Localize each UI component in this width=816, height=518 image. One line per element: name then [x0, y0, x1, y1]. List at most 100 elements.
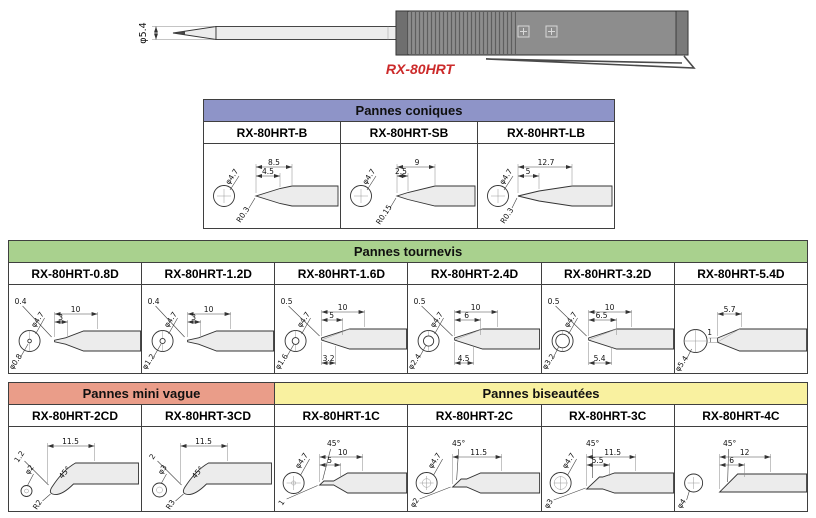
- tip-profile: [54, 330, 142, 352]
- end-view: [20, 485, 33, 497]
- tip-shaft: [215, 26, 397, 40]
- part-number-cell: RX-80HRT-2CD: [8, 404, 142, 427]
- holder-clip: [485, 55, 696, 69]
- tip-drawing-1.2d: φ4.7 φ1.2 0.4 10 3: [142, 297, 275, 371]
- dim-angle: 45°: [452, 439, 466, 448]
- dim-tip-width: 0.5: [547, 297, 559, 306]
- dim-tip: 3: [191, 313, 196, 322]
- tip-drawing-3.2d: φ4.7 φ3.2 0.5 10 6.5: [542, 297, 674, 371]
- tip-drawing-cell: 45° 12 6 φ4: [673, 426, 809, 512]
- tip-drawing-cell: φ4.7 φ2.4 0.5 10 6: [407, 284, 542, 374]
- tip-drawing-1.6d: φ4.7 φ1.6 0.5 10 5: [275, 297, 408, 371]
- tip-drawing-lb: φ4.7 12.7 5 R0.3: [487, 158, 613, 225]
- end-view: φ4.7: [282, 451, 310, 494]
- tournevis-table: Pannes tournevis RX-80HRT-0.8D RX-80HRT-…: [7, 240, 809, 374]
- dim-dia: φ4.7: [560, 451, 577, 470]
- dim-tip: 4.5: [262, 167, 274, 176]
- tip-drawing-cell: φ4.7 φ1.6 0.5 10 5: [274, 284, 409, 374]
- dim-tip-width: 0.5: [281, 297, 293, 306]
- end-view: [152, 482, 167, 498]
- dim-tip-width: 2: [147, 452, 157, 461]
- dimensions: 0.5 10 6 4.5: [414, 297, 499, 365]
- dim-angle: 45°: [327, 439, 341, 448]
- tip-drawing-3c: φ4.7 45° 11.5 5.5 φ3: [542, 439, 674, 510]
- dim-total: 12: [740, 448, 750, 457]
- dim-tip-dia: φ2: [408, 496, 421, 509]
- tournevis-title: Pannes tournevis: [8, 240, 808, 263]
- end-view: φ5.4: [675, 329, 708, 373]
- dim-tip-width: 1: [707, 328, 712, 337]
- dim-tip-dia: φ3: [542, 497, 555, 510]
- part-number-cell: RX-80HRT-1.6D: [274, 262, 409, 285]
- dim-tip-width: 0.5: [414, 297, 426, 306]
- dim-tip: 5: [327, 456, 332, 465]
- dim-total: 11.5: [195, 437, 212, 446]
- dim-total: 10: [71, 305, 81, 314]
- product-name-label: RX-80HRT: [385, 61, 455, 77]
- iron-handle: [395, 10, 696, 69]
- tip-profile: [587, 328, 674, 350]
- iron-tip: [172, 25, 397, 41]
- tip-profile: [454, 328, 541, 350]
- handle-collar: [395, 10, 409, 56]
- end-view: φ4.7 φ2.4: [408, 310, 445, 371]
- part-number-cell: RX-80HRT-1C: [273, 404, 409, 427]
- dimensions: 0.5 10 5 3.2: [281, 297, 366, 365]
- dim-radius: R0.3: [498, 206, 515, 225]
- dim-dia: φ4.7: [497, 167, 514, 186]
- part-number-cell: RX-80HRT-B: [203, 121, 341, 144]
- end-view: φ4.7 φ1.6: [275, 310, 312, 371]
- tip-profile: [517, 185, 613, 207]
- dim-tip: 6.5: [595, 311, 607, 320]
- dim-total: 10: [204, 305, 214, 314]
- tip-drawing-cell: φ4.7 45° 11.5 5.5 φ3: [540, 426, 675, 512]
- tip-drawing-sb: φ4.7 9 2.5 R0.15: [350, 158, 476, 226]
- dim-tip: 6: [729, 456, 734, 465]
- end-view: φ4.7: [549, 451, 577, 494]
- dim-total: 11.5: [471, 448, 488, 457]
- shaft-diameter-dimension: φ5.4: [138, 22, 214, 44]
- end-view: φ4.7: [213, 167, 241, 207]
- dim-tip-width: 0.4: [15, 297, 27, 306]
- dim-dia: φ4.7: [360, 167, 377, 186]
- dim-total: 10: [338, 303, 348, 312]
- tip-drawing-cell: φ4.7 8.5 4.5 R0.3: [203, 143, 341, 229]
- tip-drawing-cell: 11.5 2 φ3 45° R3: [141, 426, 275, 512]
- end-view: φ4.7: [350, 167, 378, 207]
- tip-drawing-cell: φ4.7 φ3.2 0.5 10 6.5: [540, 284, 675, 374]
- dim-face: 4.5: [458, 354, 470, 363]
- end-view: φ4.7 φ0.8: [9, 310, 46, 371]
- tip-profile: [716, 328, 807, 352]
- tip-profile: [395, 185, 476, 207]
- tip-drawing-cell: φ4.7 φ0.8 0.4 10 3: [7, 284, 143, 374]
- dim-angle: 45°: [723, 439, 737, 448]
- tip-drawing-cell: φ4.7 9 2.5 R0.15: [340, 143, 478, 229]
- biseautees-title: Pannes biseautées: [274, 382, 808, 405]
- part-number-cell: RX-80HRT-1.2D: [141, 262, 276, 285]
- dim-total: 5.7: [723, 305, 735, 314]
- dimensions: 0.5 10 6.5 5.4: [547, 297, 632, 365]
- end-view: φ4.7 φ3.2: [542, 310, 579, 371]
- dim-tip: 5: [330, 311, 335, 320]
- dim-total: 10: [604, 303, 614, 312]
- part-number-cell: RX-80HRT-5.4D: [673, 262, 809, 285]
- part-number-cell: RX-80HRT-SB: [340, 121, 478, 144]
- dim-face: 5.4: [593, 354, 605, 363]
- end-view: φ4.7 φ1.2: [142, 310, 179, 371]
- tip-drawing-3cd: 11.5 2 φ3 45° R3: [147, 437, 272, 511]
- tip-drawing-4c: 45° 12 6 φ4: [675, 439, 807, 510]
- tip-drawing-cell: φ4.7 12.7 5 R0.3: [477, 143, 615, 229]
- tip-drawing-cell: φ4.7 45° 11.5 φ2: [407, 426, 542, 512]
- dim-total: 11.5: [604, 448, 621, 457]
- certification-mark-icon: [520, 28, 527, 35]
- tip-drawing-b: φ4.7 8.5 4.5 R0.3: [213, 158, 339, 224]
- tip-drawing-1c: φ4.7 45° 10 5 1: [276, 439, 408, 507]
- dim-angle: 45°: [585, 439, 599, 448]
- tip-drawing-cell: 11.5 1.2 φ2 45° R2: [8, 426, 142, 512]
- tip-drawing-0.8d: φ4.7 φ0.8 0.4 10 3: [9, 297, 142, 371]
- part-number-cell: RX-80HRT-2C: [407, 404, 542, 427]
- dim-tip-width: 1.2: [12, 449, 26, 464]
- part-number-cell: RX-80HRT-4C: [673, 404, 809, 427]
- dim-tip: 3: [58, 313, 63, 322]
- certification-mark-icon: [517, 25, 530, 38]
